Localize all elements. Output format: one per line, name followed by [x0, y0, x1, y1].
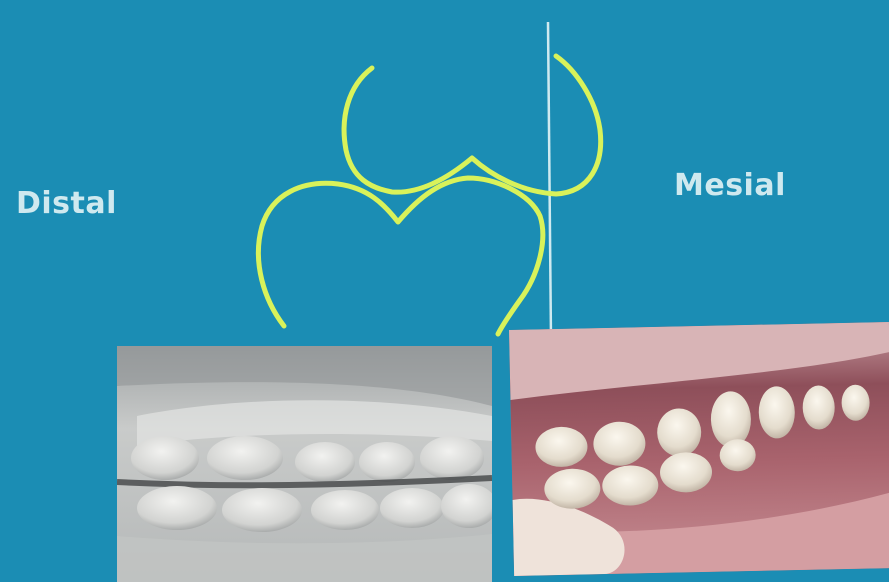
mesial-label: Mesial: [674, 168, 786, 203]
reference-line: [548, 22, 551, 340]
lower-molar-outline: [258, 178, 542, 334]
distal-label: Distal: [16, 186, 117, 221]
intraoral-occlusion-photo: [509, 322, 889, 576]
dental-cast-photo: [117, 346, 492, 582]
upper-molar-outline: [344, 56, 601, 194]
